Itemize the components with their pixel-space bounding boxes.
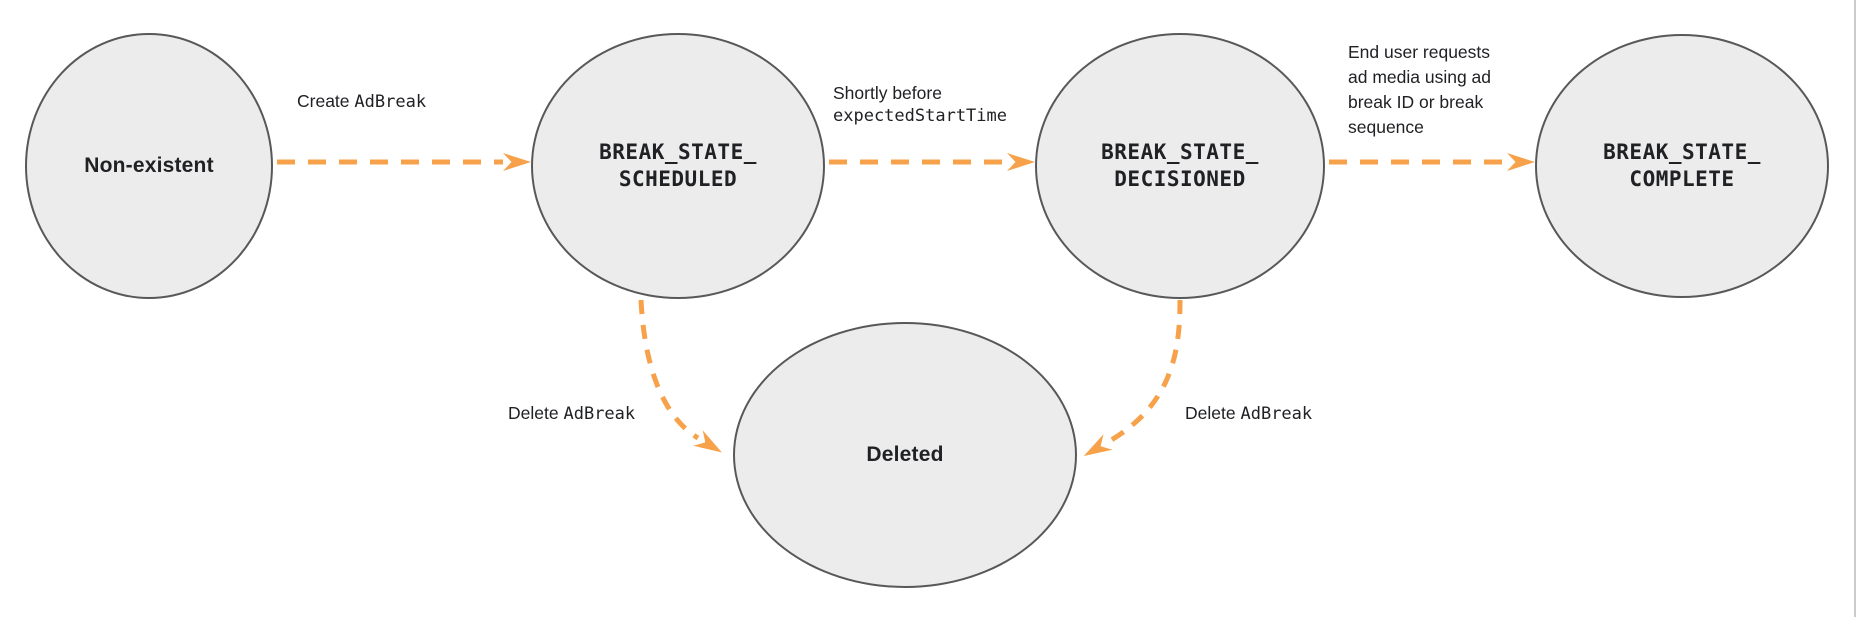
label-code: AdBreak xyxy=(563,404,636,424)
arrow-delete-adbreak-right xyxy=(1083,299,1183,457)
label-text: Delete xyxy=(1185,403,1236,423)
label-text: Delete xyxy=(508,403,559,423)
state-label-line1: BREAK_STATE_ xyxy=(599,140,757,164)
state-label: Non-existent xyxy=(84,154,214,177)
label-text-line2: ad media using ad xyxy=(1348,67,1492,87)
state-label-line2: SCHEDULED xyxy=(618,167,738,191)
label-text: Create xyxy=(297,91,350,111)
state-label-line1: BREAK_STATE_ xyxy=(1603,140,1761,164)
label-code: expectedStartTime xyxy=(833,106,1007,126)
state-label-line2: DECISIONED xyxy=(1114,167,1246,191)
state-break-state-decisioned: BREAK_STATE_ DECISIONED xyxy=(1035,33,1325,299)
label-text-line1: End user requests xyxy=(1348,42,1491,62)
transition-label-end-user-requests: End user requests ad media using ad brea… xyxy=(1348,40,1491,140)
state-deleted: Deleted xyxy=(733,322,1077,588)
arrow-delete-adbreak-left xyxy=(638,299,722,453)
state-label-line1: BREAK_STATE_ xyxy=(1101,140,1259,164)
content-right-divider xyxy=(1854,0,1856,617)
label-text: Shortly before xyxy=(833,83,942,103)
state-label: Deleted xyxy=(866,443,944,466)
state-break-state-scheduled: BREAK_STATE_ SCHEDULED xyxy=(531,33,825,299)
label-code: AdBreak xyxy=(1240,404,1313,424)
state-break-state-complete: BREAK_STATE_ COMPLETE xyxy=(1535,34,1829,298)
state-non-existent: Non-existent xyxy=(25,33,273,299)
label-text-line4: sequence xyxy=(1348,117,1424,137)
transition-label-shortly-before: Shortly before expectedStartTime xyxy=(833,82,1007,128)
label-text-line3: break ID or break xyxy=(1348,92,1484,112)
label-code: AdBreak xyxy=(354,92,427,112)
state-label-line2: COMPLETE xyxy=(1629,167,1735,191)
